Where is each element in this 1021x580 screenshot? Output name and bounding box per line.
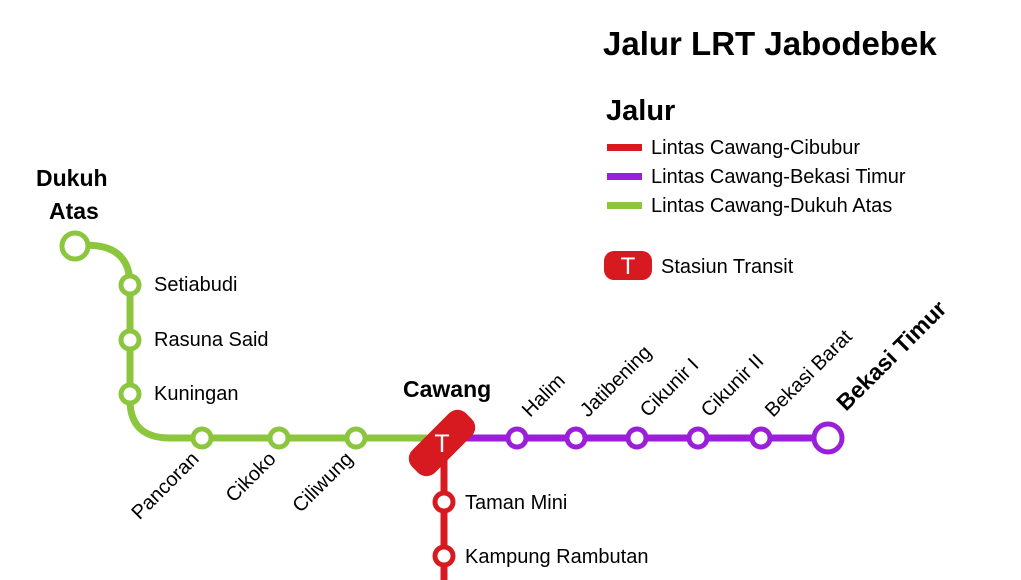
station-kampung-rambutan[interactable] [432,544,456,568]
cawang-transit-badge [408,409,476,477]
station-cikunir-1[interactable] [625,426,649,450]
map-title: Jalur LRT Jabodebek [603,25,937,62]
label-cikoko: Cikoko [222,448,281,507]
label-dukuh-atas-2: Atas [49,198,99,224]
station-cawang[interactable] [404,405,480,481]
transit-icon-letter: T [621,253,636,280]
station-cikunir-2[interactable] [686,426,710,450]
legend-label-transit: Stasiun Transit [661,256,794,278]
station-bekasi-barat[interactable] [749,426,773,450]
legend-heading: Jalur [606,95,675,127]
legend-swatch-purple [607,173,642,180]
station-bekasi-timur[interactable] [811,421,845,455]
label-dukuh-atas-1: Dukuh [36,165,108,191]
label-pancoran: Pancoran [127,448,203,524]
station-kuningan[interactable] [118,382,142,406]
legend-label-red: Lintas Cawang-Cibubur [651,137,860,159]
station-pancoran[interactable] [190,426,214,450]
station-dukuh-atas[interactable] [59,230,91,262]
label-rasuna-said: Rasuna Said [154,329,269,351]
station-ciliwung[interactable] [344,426,368,450]
label-bekasi-timur: Bekasi Timur [831,295,951,415]
label-kuningan: Kuningan [154,383,239,405]
label-kampung-rambutan: Kampung Rambutan [465,546,648,568]
station-rasuna-said[interactable] [118,328,142,352]
cawang-transit-letter: T [434,430,449,458]
legend-label-purple: Lintas Cawang-Bekasi Timur [651,166,906,188]
station-cikoko[interactable] [267,426,291,450]
label-cikunir-2: Cikunir II [697,350,768,421]
station-halim[interactable] [505,426,529,450]
station-setiabudi[interactable] [118,273,142,297]
station-jatibening[interactable] [564,426,588,450]
legend-swatch-green [607,202,642,209]
label-halim: Halim [518,370,570,422]
legend: Jalur Lintas Cawang-Cibubur Lintas Cawan… [604,95,906,280]
legend-label-green: Lintas Cawang-Dukuh Atas [651,195,892,217]
label-cawang: Cawang [403,376,491,402]
transit-icon [604,251,652,280]
station-taman-mini[interactable] [432,490,456,514]
label-taman-mini: Taman Mini [465,492,567,514]
label-ciliwung: Ciliwung [289,448,358,517]
legend-swatch-red [607,144,642,151]
label-setiabudi: Setiabudi [154,274,237,296]
